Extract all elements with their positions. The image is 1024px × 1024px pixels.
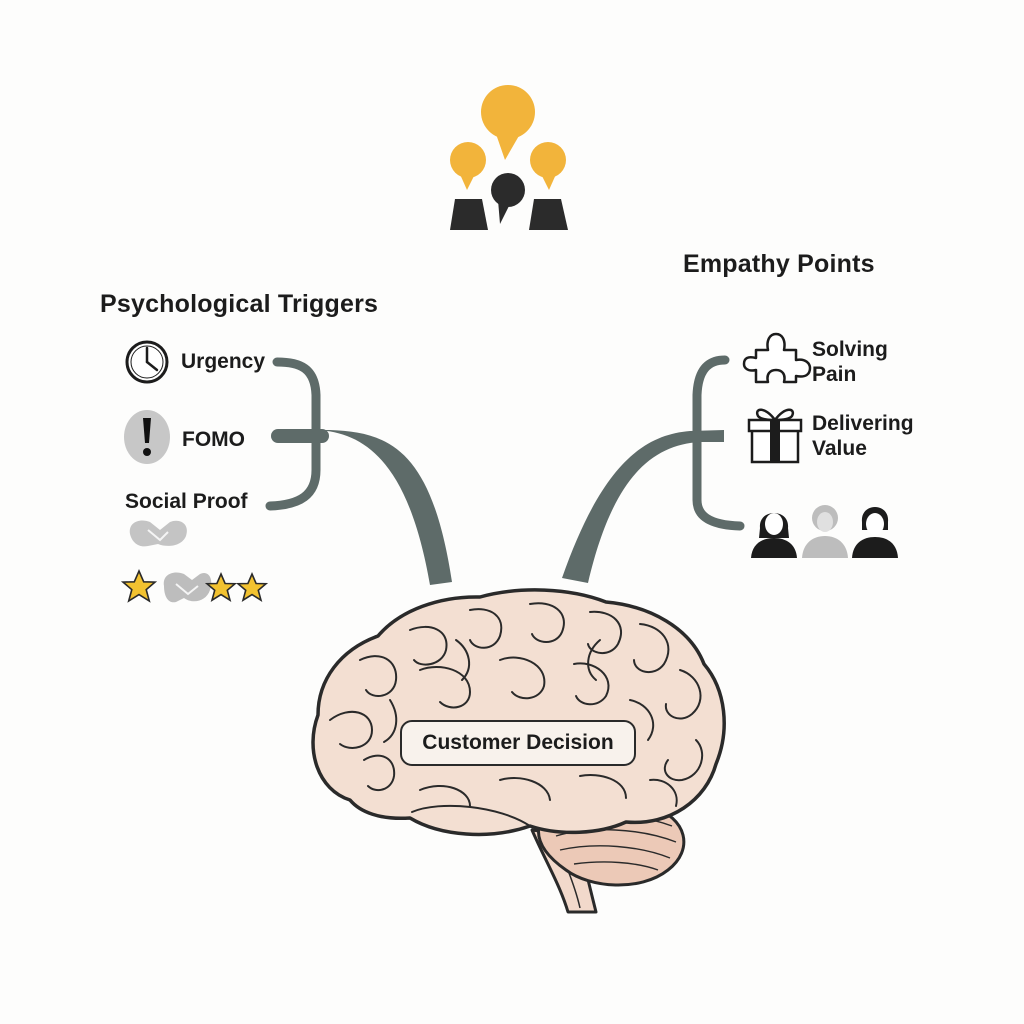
people-group-icon [751,505,898,558]
left-connector [265,357,452,585]
puzzle-piece-icon [742,332,812,384]
person-icon [802,505,848,558]
trigger-label-social-proof: Social Proof [125,490,248,513]
person-icon [852,507,898,558]
star-icon [120,568,158,603]
empathy-label-delivering-value: Delivering Value [812,411,914,461]
customer-decision-label: Customer Decision [400,720,636,766]
gift-icon [747,408,803,464]
rating-row [120,568,269,603]
person-icon [751,513,797,558]
people-speech-bubbles-icon [450,85,568,230]
brain-icon [311,588,726,914]
handshake-icon [163,572,212,603]
empathy-label-line: Pain [812,363,857,386]
left-group-heading: Psychological Triggers [100,290,379,318]
clock-icon [125,340,169,384]
handshake-icon [129,520,187,547]
trigger-label-urgency: Urgency [181,350,266,373]
empathy-label-line: Solving [812,338,888,361]
right-group-heading: Empathy Points [683,250,875,278]
empathy-label-solving-pain: Solving Pain [812,337,888,387]
right-connector [562,355,745,583]
star-icon [235,571,269,602]
trigger-label-fomo: FOMO [182,428,245,451]
customer-decision-text: Customer Decision [422,731,614,754]
empathy-label-line: Delivering [812,412,914,435]
empathy-label-line: Value [812,437,867,460]
exclamation-icon [124,410,170,464]
star-icon [204,571,238,602]
